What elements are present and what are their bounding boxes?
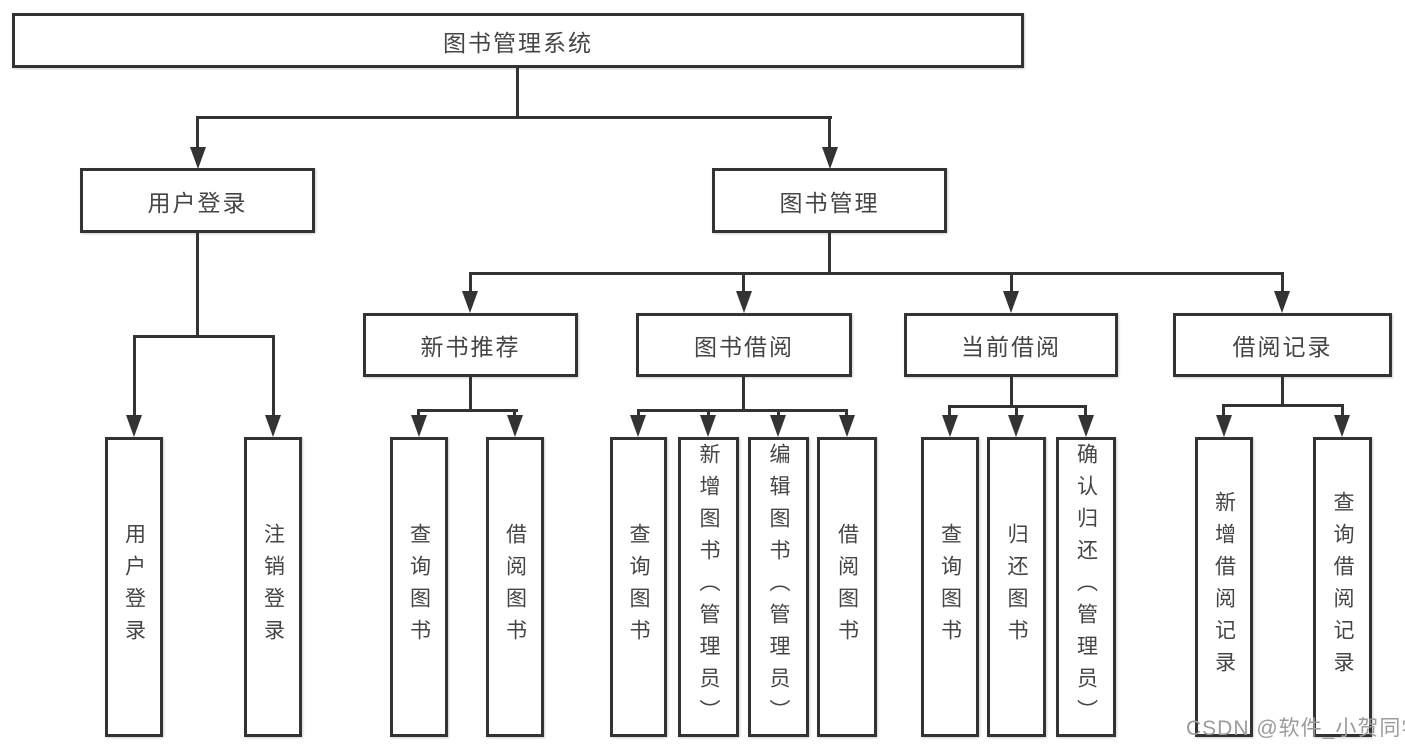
arrow-down-icon <box>700 415 716 437</box>
node-new-book-recommend: 新书推荐 <box>363 313 578 377</box>
connector-line <box>828 116 831 149</box>
connector-line <box>417 409 420 417</box>
connector-line <box>742 377 745 411</box>
connector-line <box>637 409 848 412</box>
connector-line <box>272 335 275 417</box>
node-logout: 注销登录 <box>244 437 302 737</box>
node-user-login-leaf: 用户登录 <box>105 437 163 737</box>
node-confirm-return-admin: 确认归还（管理员） <box>1056 437 1116 737</box>
node-query-books-recommend: 查询图书 <box>390 437 448 737</box>
connector-line <box>845 409 848 417</box>
leaf-label: 查询借阅记录 <box>1331 491 1354 683</box>
connector-line <box>196 233 199 337</box>
connector-line <box>1015 405 1018 417</box>
leaf-label: 确认归还（管理员） <box>1074 443 1098 731</box>
node-query-books-current: 查询图书 <box>921 437 979 737</box>
node-borrow-books-recommend: 借阅图书 <box>486 437 544 737</box>
connector-line <box>707 409 710 417</box>
leaf-label: 注销登录 <box>261 523 285 651</box>
leaf-label: 查询图书 <box>627 523 650 651</box>
node-borrowing-records: 借阅记录 <box>1173 313 1392 377</box>
connector-line <box>1281 377 1284 407</box>
leaf-label: 借阅图书 <box>503 523 527 651</box>
arrow-down-icon <box>736 291 752 313</box>
arrow-down-icon <box>942 415 958 437</box>
connector-line <box>1281 272 1284 293</box>
node-book-management: 图书管理 <box>712 168 947 233</box>
node-add-borrow-record: 新增借阅记录 <box>1195 437 1253 737</box>
node-user-login: 用户登录 <box>80 168 315 233</box>
connector-line <box>742 272 745 293</box>
arrow-down-icon <box>1216 415 1232 437</box>
arrow-down-icon <box>190 147 206 169</box>
node-library-management-system: 图书管理系统 <box>12 13 1024 68</box>
leaf-label: 新增图书（管理员） <box>697 443 720 731</box>
arrow-down-icon <box>265 415 281 437</box>
arrow-down-icon <box>1274 291 1290 313</box>
node-query-borrow-record: 查询借阅记录 <box>1313 437 1372 737</box>
arrow-down-icon <box>1078 415 1094 437</box>
connector-line <box>469 377 472 411</box>
connector-line <box>1341 404 1344 417</box>
arrow-down-icon <box>839 415 855 437</box>
arrow-down-icon <box>770 415 786 437</box>
connector-line <box>828 233 831 275</box>
connector-line <box>196 116 199 149</box>
connector-line <box>948 405 951 417</box>
leaf-label: 借阅图书 <box>835 523 859 651</box>
connector-line <box>133 335 275 338</box>
connector-line <box>516 68 519 118</box>
arrow-down-icon <box>630 415 646 437</box>
connector-line <box>1084 405 1087 417</box>
connector-line <box>1010 272 1013 293</box>
connector-line <box>1222 404 1344 407</box>
leaf-label: 新增借阅记录 <box>1212 491 1236 683</box>
leaf-label: 查询图书 <box>938 523 962 651</box>
node-borrow-books-borrowing: 借阅图书 <box>817 437 877 737</box>
connector-line <box>1222 404 1225 417</box>
arrow-down-icon <box>1008 415 1024 437</box>
connector-line <box>637 409 640 417</box>
arrow-down-icon <box>126 415 142 437</box>
connector-line <box>513 409 516 417</box>
arrow-down-icon <box>462 291 478 313</box>
connector-line <box>133 335 136 417</box>
connector-line <box>196 116 832 119</box>
node-add-books-admin: 新增图书（管理员） <box>678 437 739 737</box>
arrow-down-icon <box>411 415 427 437</box>
arrow-down-icon <box>507 415 523 437</box>
node-edit-books-admin: 编辑图书（管理员） <box>748 437 809 737</box>
node-query-books-borrowing: 查询图书 <box>610 437 667 737</box>
connector-line <box>1010 377 1013 408</box>
connector-line <box>417 409 518 412</box>
connector-line <box>470 272 1284 275</box>
arrow-down-icon <box>1003 291 1019 313</box>
connector-line <box>469 272 472 293</box>
leaf-label: 编辑图书（管理员） <box>767 443 790 731</box>
node-current-borrowing: 当前借阅 <box>904 313 1118 377</box>
connector-line <box>777 409 780 417</box>
arrow-down-icon <box>822 147 838 169</box>
leaf-label: 查询图书 <box>407 523 431 651</box>
leaf-label: 用户登录 <box>122 523 146 651</box>
leaf-label: 归还图书 <box>1005 523 1028 651</box>
watermark-text: CSDN @软件_小贺同学 <box>1186 717 1405 740</box>
node-return-books: 归还图书 <box>987 437 1046 737</box>
arrow-down-icon <box>1334 415 1350 437</box>
node-book-borrowing: 图书借阅 <box>636 313 852 377</box>
